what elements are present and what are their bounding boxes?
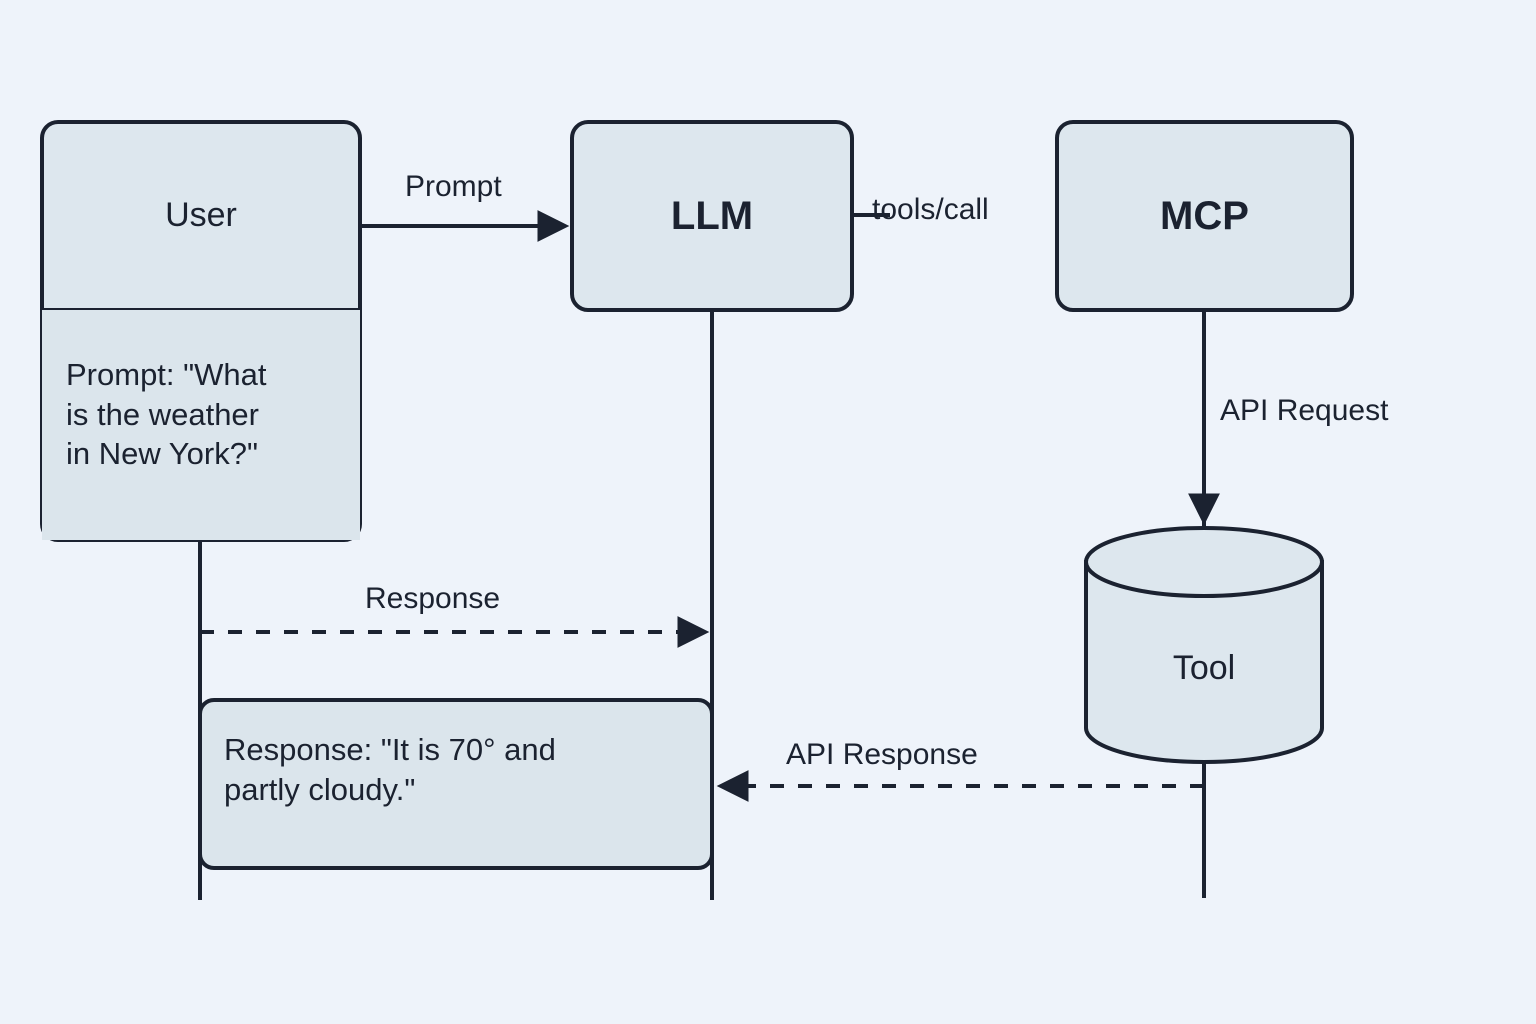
message-label-api-request: API Request bbox=[1220, 394, 1389, 427]
note-box-response bbox=[198, 698, 714, 870]
participant-box-llm[interactable] bbox=[570, 120, 854, 312]
message-label-response: Response bbox=[365, 582, 501, 615]
participant-cylinder-tool[interactable] bbox=[1084, 526, 1324, 764]
note-text-prompt: Prompt: "What is the weather in New York… bbox=[66, 357, 267, 472]
message-label-api-response: API Response bbox=[786, 738, 978, 771]
note-text-response: Response: "It is 70° and partly cloudy." bbox=[224, 732, 556, 807]
message-label-prompt: Prompt bbox=[405, 170, 502, 203]
note-box-prompt bbox=[42, 310, 360, 540]
message-label-tools-call: tools/call bbox=[872, 193, 989, 226]
participant-box-mcp[interactable] bbox=[1055, 120, 1354, 312]
